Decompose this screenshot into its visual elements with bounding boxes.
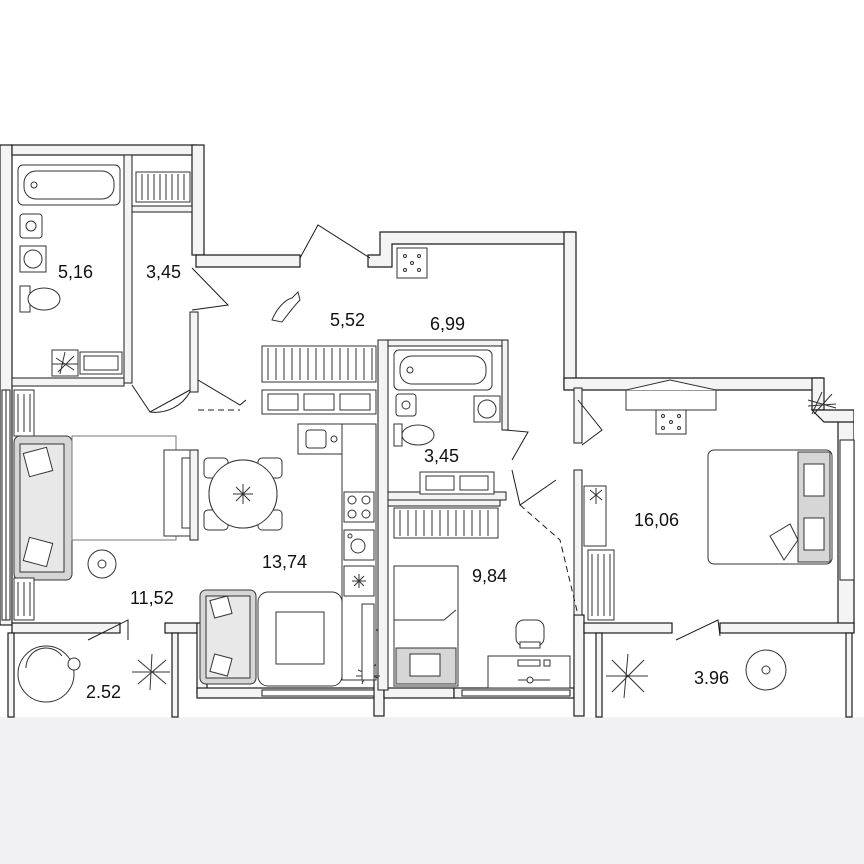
floor-lamp xyxy=(87,549,117,579)
sofa-icon xyxy=(13,435,73,581)
window xyxy=(839,439,855,581)
door-balcony-1 xyxy=(87,619,129,641)
vanity-cabinet xyxy=(79,351,123,375)
door-large-bedroom xyxy=(577,399,603,446)
room-area-bathroom-2: 3,45 xyxy=(424,446,459,466)
desk-chair xyxy=(515,619,545,649)
door-bathroom-1 xyxy=(131,384,191,413)
shoe-cabinet xyxy=(261,389,377,415)
interior-walls xyxy=(11,154,583,691)
room-area-corridor: 6,99 xyxy=(430,314,465,334)
wardrobe-rack-small-bedroom xyxy=(393,507,499,539)
entrance-door xyxy=(299,224,371,259)
tv-unit-kitchen xyxy=(361,603,375,681)
room-area-living-room: 11,52 xyxy=(130,588,174,608)
top-margin xyxy=(0,0,864,145)
room-area-hallway: 5,52 xyxy=(330,310,365,330)
door-bathroom-2 xyxy=(504,429,529,461)
room-area-wardrobe-1: 3,45 xyxy=(146,262,181,282)
round-table xyxy=(745,649,787,691)
washing-machine-icon xyxy=(19,245,47,273)
ventilation-shaft-icon xyxy=(655,409,687,435)
kitchen-sink xyxy=(297,423,347,455)
bathtub-icon xyxy=(17,164,121,206)
wardrobe-rack-1 xyxy=(135,171,191,203)
sofa-icon xyxy=(199,589,257,685)
room-area-bathroom-1: 5,16 xyxy=(58,262,93,282)
tv-stand-living xyxy=(163,449,191,537)
fridge-icon xyxy=(343,565,375,597)
sink-icon xyxy=(19,213,43,239)
doors xyxy=(87,224,721,641)
plant-icon xyxy=(807,391,837,415)
oven-icon xyxy=(343,529,375,561)
room-labels: 5,16 3,45 5,52 6,99 3,45 11,52 13,74 9,8… xyxy=(58,262,729,702)
wardrobe-rack-hallway xyxy=(261,345,377,383)
ventilation-shaft-icon xyxy=(396,247,428,279)
window xyxy=(461,689,571,697)
bed-icon xyxy=(707,449,833,565)
bed-icon xyxy=(393,565,459,687)
door-small-bedroom xyxy=(511,469,557,506)
room-area-balcony-1: 2.52 xyxy=(86,682,121,702)
desk-icon xyxy=(487,655,571,689)
bookshelf xyxy=(13,389,35,621)
window xyxy=(261,689,375,697)
room-area-balcony-2: 3.96 xyxy=(694,668,729,688)
toilet-icon xyxy=(393,423,435,447)
plant-icon xyxy=(606,653,648,699)
plant-icon xyxy=(51,349,79,377)
vanity-cabinet xyxy=(419,471,495,495)
room-area-bedroom-small: 9,84 xyxy=(472,566,507,586)
rug-living xyxy=(71,435,177,541)
rug xyxy=(257,591,343,687)
stove-icon xyxy=(343,491,375,523)
dresser xyxy=(625,379,717,411)
armchair-icon xyxy=(17,645,81,703)
door-living xyxy=(149,391,191,413)
footer-band xyxy=(0,717,864,864)
room-area-kitchen-living: 13,74 xyxy=(262,552,307,572)
door-wardrobe-1 xyxy=(191,267,230,311)
door-kitchen xyxy=(197,379,247,406)
toilet-icon xyxy=(19,285,61,313)
room-area-bedroom-large: 16,06 xyxy=(634,510,679,530)
door-balcony-2 xyxy=(675,619,721,641)
sink-icon xyxy=(395,393,417,417)
dining-table-icon xyxy=(203,457,283,531)
windows xyxy=(1,389,855,697)
wardrobe-large-bedroom xyxy=(583,485,615,621)
plant-icon xyxy=(132,653,170,691)
dog-icon xyxy=(271,291,301,323)
washing-machine-icon xyxy=(473,395,501,423)
bathtub-icon xyxy=(393,349,493,391)
